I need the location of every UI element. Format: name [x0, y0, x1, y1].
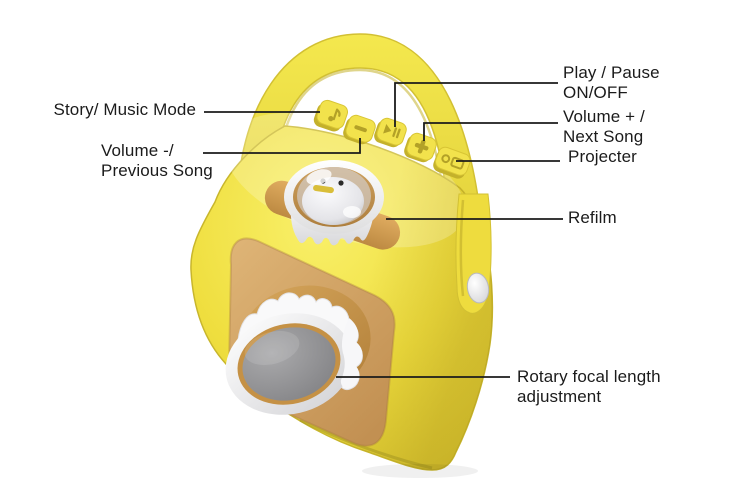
- lens-glass: [242, 327, 336, 401]
- label-rotary-focal: Rotary focal length adjustment: [517, 367, 661, 407]
- volume-down-previous-button: [343, 114, 376, 145]
- label-volume-down-previous: Volume -/ Previous Song: [101, 141, 213, 181]
- label-refilm-text: Refilm: [568, 208, 617, 227]
- label-volume-down-line2: Previous Song: [101, 161, 213, 180]
- label-play-pause-onoff: Play / Pause ON/OFF: [563, 63, 660, 103]
- character-beak: [313, 185, 334, 194]
- handle-strap-end: [455, 193, 492, 314]
- callout-line-volume-up: [423, 122, 558, 141]
- label-volume-up-next: Volume + / Next Song: [563, 107, 645, 147]
- play-pause-icon: [383, 124, 401, 139]
- character-eye-right: [338, 180, 344, 186]
- label-volume-down-line1: Volume -/: [101, 141, 174, 160]
- projector-icon: [441, 154, 465, 170]
- dome-glass-highlight: [306, 169, 332, 185]
- label-refilm: Refilm: [568, 208, 617, 228]
- projection-lens: [225, 285, 371, 415]
- story-music-mode-button: [313, 99, 349, 132]
- callout-line-play-pause: [394, 82, 558, 127]
- label-volume-up-line2: Next Song: [563, 127, 644, 146]
- callout-line-volume-down: [203, 138, 361, 154]
- strap-pin: [466, 272, 490, 304]
- label-story-music-mode: Story/ Music Mode: [54, 100, 196, 120]
- callout-lines: [203, 82, 563, 378]
- label-volume-up-line1: Volume + /: [563, 107, 645, 126]
- volume-up-next-button: [404, 132, 437, 163]
- minus-icon: [354, 125, 367, 133]
- label-projector: Projecter: [568, 147, 637, 167]
- label-rotary-focal-line2: adjustment: [517, 387, 602, 406]
- play-pause-power-button: [374, 117, 407, 148]
- ground-shadow: [362, 464, 478, 478]
- label-rotary-focal-line1: Rotary focal length: [517, 367, 661, 386]
- cream-drip-front: [340, 318, 363, 389]
- label-play-pause-line1: Play / Pause: [563, 63, 660, 82]
- character-dome: [284, 160, 384, 246]
- label-story-music-mode-text: Story/ Music Mode: [53, 100, 196, 119]
- projector-button: [433, 146, 471, 179]
- label-projector-text: Projecter: [568, 147, 637, 166]
- plus-icon: [414, 139, 429, 154]
- top-buttons: [313, 99, 471, 179]
- label-play-pause-line2: ON/OFF: [563, 83, 628, 102]
- music-note-icon: [328, 108, 341, 122]
